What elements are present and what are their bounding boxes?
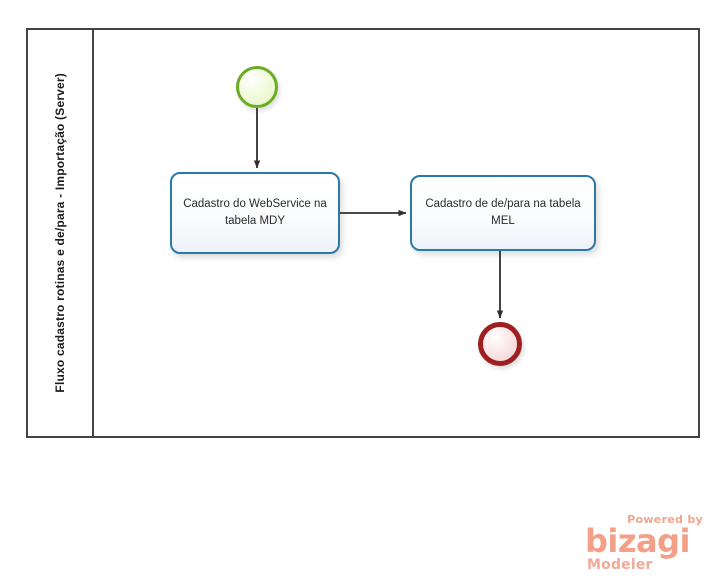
end-event[interactable]: [478, 322, 522, 366]
task-cadastro-de-para-mel[interactable]: Cadastro de de/para na tabela MEL: [410, 175, 596, 251]
start-event[interactable]: [236, 66, 278, 108]
lane-title: Fluxo cadastro rotinas e de/para - Impor…: [53, 73, 67, 393]
bizagi-logo: Powered by bizagi Modeler: [585, 513, 705, 575]
bpmn-pool[interactable]: Fluxo cadastro rotinas e de/para - Impor…: [26, 28, 700, 438]
task-label: Cadastro de de/para na tabela MEL: [425, 198, 581, 227]
logo-product-text: Modeler: [587, 557, 653, 573]
lane-header[interactable]: Fluxo cadastro rotinas e de/para - Impor…: [28, 30, 94, 436]
task-cadastro-webservice-mdy[interactable]: Cadastro do WebService na tabela MDY: [170, 172, 340, 254]
logo-brand-text: bizagi: [585, 522, 690, 560]
logo-powered-by-text: Powered by: [627, 513, 703, 526]
task-label: Cadastro do WebService na tabela MDY: [183, 198, 327, 227]
